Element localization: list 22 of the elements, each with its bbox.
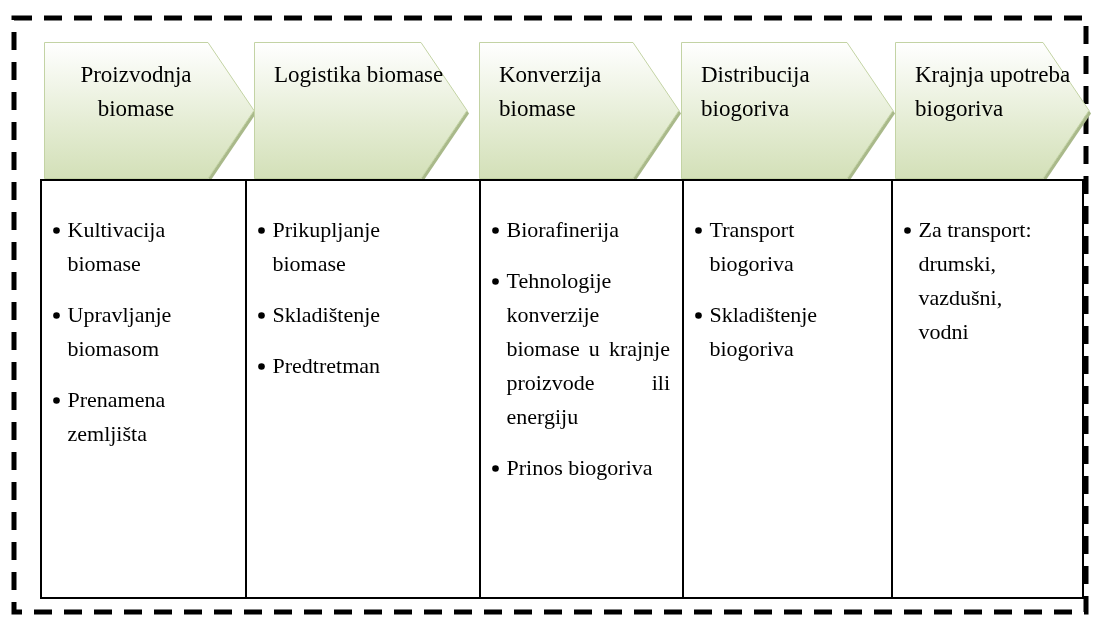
bullet-item: Prikupljanje biomase <box>272 216 382 278</box>
bullet-item: Prenamena zemljišta <box>67 386 167 448</box>
step-title: Proizvodnja biomase <box>79 61 193 123</box>
bullet-item: Tehnologije konverzije biomase u krajnje proizvode ili energiju <box>506 267 670 431</box>
step-title: Distribucija biogoriva <box>701 61 811 123</box>
bullet-item: Prinos biogoriva <box>506 454 654 482</box>
table-cell <box>39 179 247 599</box>
table-cell <box>890 179 1084 599</box>
bullet-item: Predtretman <box>272 352 382 380</box>
bullet-item: Skladištenje <box>272 301 382 329</box>
bullet-item: Transport biogoriva <box>709 216 796 278</box>
step-title: Logistika biomase <box>274 61 445 89</box>
table-cell <box>681 179 893 599</box>
bullet-item: Upravljanje biomasom <box>67 301 173 363</box>
bullet-item: Kultivacija biomase <box>67 216 167 278</box>
bullet-item: Biorafinerija <box>506 216 620 244</box>
step-title: Konverzija biomase <box>499 61 603 123</box>
table-cell <box>244 179 481 599</box>
bullet-item: Za transport: drumski, vazdušni, vodni <box>918 216 1032 346</box>
table-cell <box>478 179 684 599</box>
step-title: Krajnja upotreba biogoriva <box>915 61 1072 123</box>
bullet-item: Skladištenje biogoriva <box>709 301 819 363</box>
